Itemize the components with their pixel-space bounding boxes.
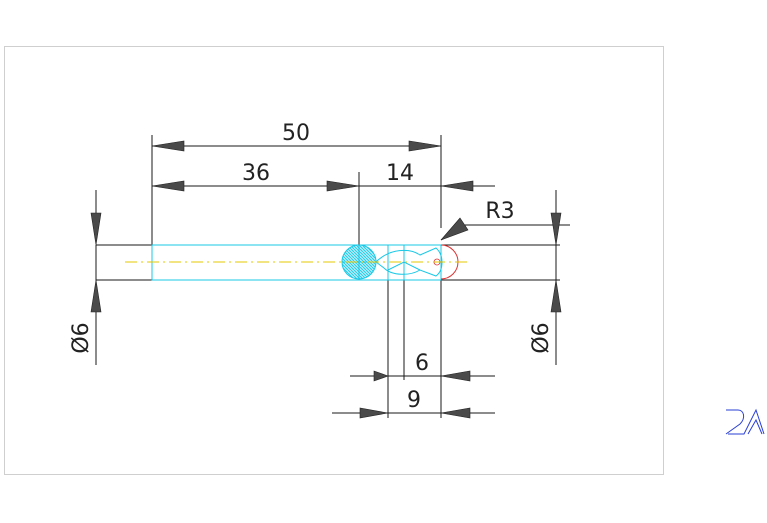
dim-text-left-dia: Ø6 [69,322,94,353]
dimension-r3: R3 [440,199,570,241]
drawing-frame [4,46,664,475]
ucs-icon[interactable] [725,408,765,435]
dimension-36: 36 [151,161,360,192]
dimension-14: 14 [359,161,495,192]
dimension-9: 9 [332,388,495,419]
dimension-50: 50 [151,121,442,152]
dim-text-r3: R3 [485,199,514,224]
dim-text-36: 36 [242,161,270,186]
dimension-right-dia: Ø6 [529,212,562,354]
dim-text-6: 6 [415,351,429,376]
part-outline [95,135,560,418]
dim-text-9: 9 [407,388,421,413]
dim-text-right-dia: Ø6 [529,322,554,353]
dimension-left-dia: Ø6 [69,190,102,354]
dim-text-50: 50 [282,121,310,146]
dimension-6: 6 [350,351,495,382]
dim-text-14: 14 [386,161,414,186]
